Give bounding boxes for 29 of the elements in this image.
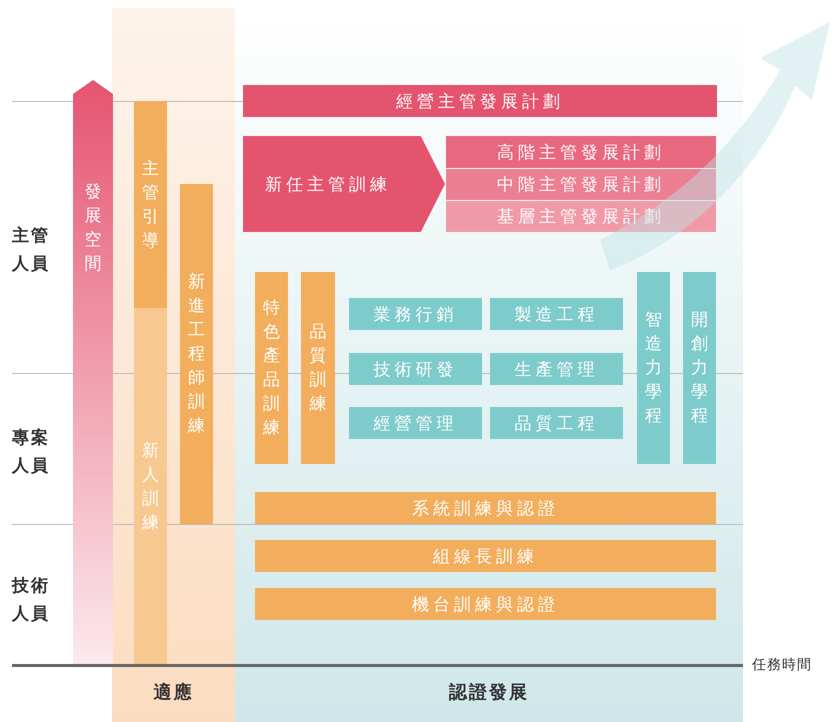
training-box: 基層主管發展計劃 bbox=[446, 201, 716, 232]
row-label: 技術人員 bbox=[12, 575, 51, 626]
training-box: 智造力學程 bbox=[637, 272, 670, 464]
training-box: 製造工程 bbox=[490, 298, 623, 330]
training-box: 品質工程 bbox=[490, 407, 623, 439]
column-band bbox=[112, 8, 235, 722]
training-box: 經營主管發展計劃 bbox=[243, 85, 717, 117]
column-heading: 認證發展 bbox=[448, 681, 530, 704]
training-box: 經營管理 bbox=[349, 407, 482, 439]
training-box: 新進工程師訓練 bbox=[180, 184, 213, 524]
training-box: 特色產品訓練 bbox=[255, 272, 288, 464]
training-box: 業務行銷 bbox=[349, 298, 482, 330]
column-heading: 適應 bbox=[152, 681, 194, 704]
training-box: 新人訓練 bbox=[134, 308, 167, 665]
training-box: 生產管理 bbox=[490, 353, 623, 385]
training-box: 開創力學程 bbox=[683, 272, 716, 464]
training-box: 中階主管發展計劃 bbox=[446, 169, 716, 200]
row-label: 專案人員 bbox=[12, 427, 51, 478]
training-box: 技術研發 bbox=[349, 353, 482, 385]
training-box: 組線長訓練 bbox=[255, 540, 716, 572]
training-box: 系統訓練與認證 bbox=[255, 492, 716, 524]
training-box: 主管引導 bbox=[134, 101, 167, 308]
row-label: 主管人員 bbox=[12, 225, 51, 276]
training-box: 高階主管發展計劃 bbox=[446, 136, 716, 168]
axis-label: 任務時間 bbox=[752, 656, 812, 675]
training-box: 品質訓練 bbox=[301, 272, 335, 464]
training-box: 機台訓練與認證 bbox=[255, 588, 716, 620]
arrow-banner: 發展空間 bbox=[73, 80, 113, 665]
chevron-box: 新任主管訓練 bbox=[243, 136, 445, 232]
